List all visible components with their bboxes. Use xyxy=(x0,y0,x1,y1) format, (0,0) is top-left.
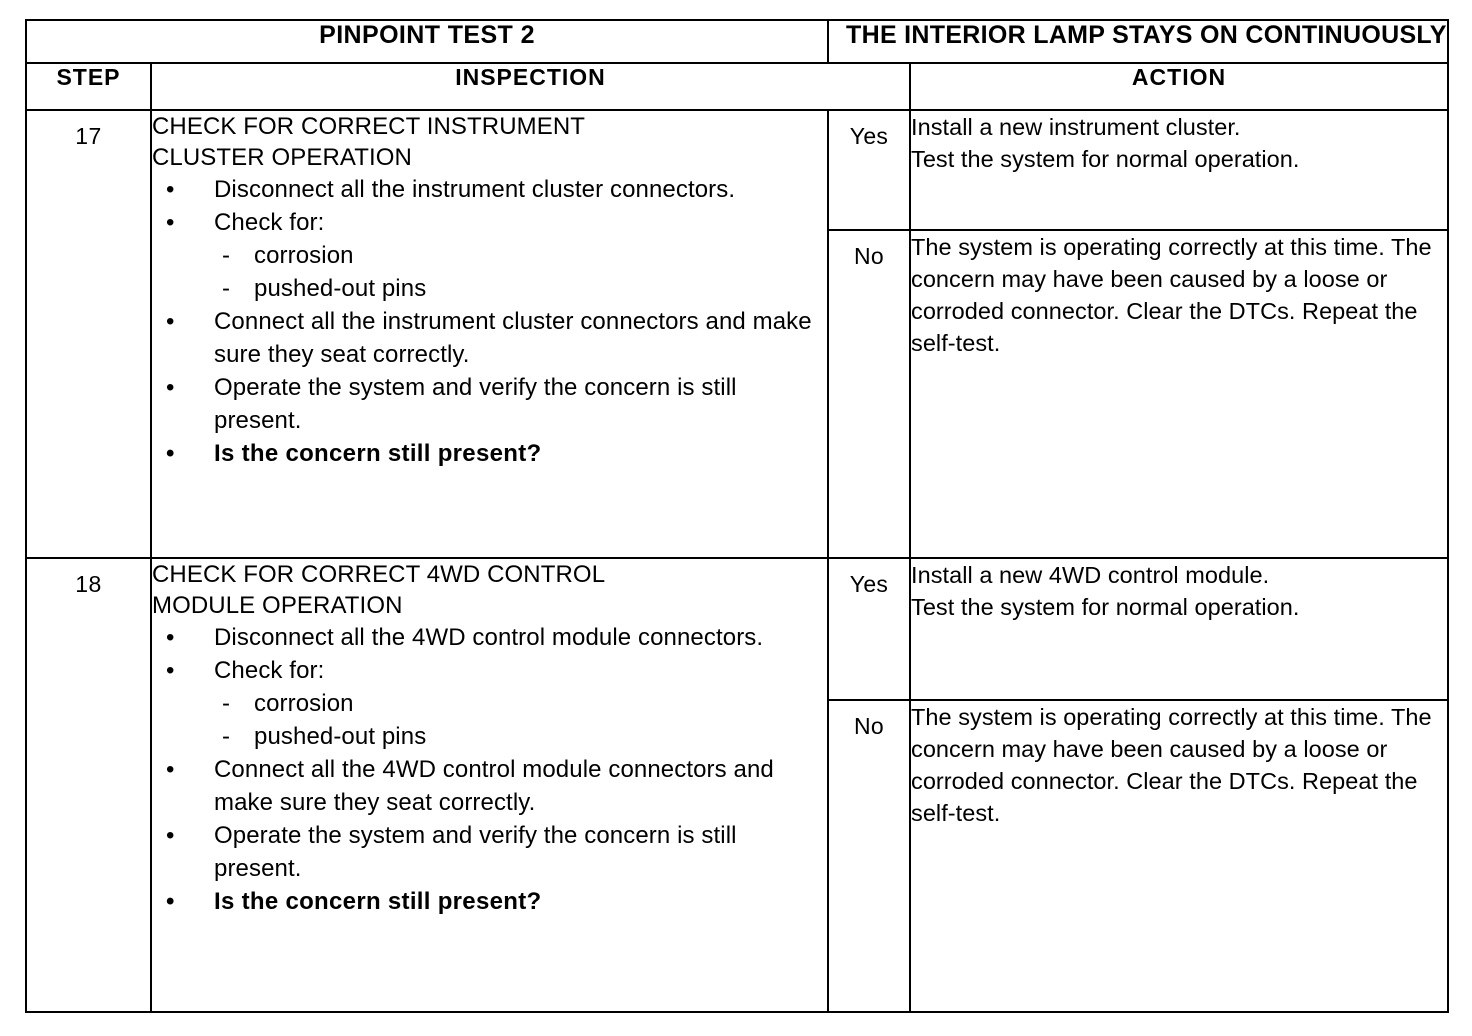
dash-icon: - xyxy=(222,690,231,717)
sub-list-item: - pushed-out pins xyxy=(214,272,827,305)
bullet-icon: • xyxy=(166,822,175,849)
sub-list-item: - corrosion xyxy=(214,687,827,720)
pinpoint-test-label-cell: PINPOINT TEST 2 xyxy=(24,19,830,64)
column-header-step-cell: STEP xyxy=(25,62,152,111)
action-cell-no-18: The system is operating correctly at thi… xyxy=(909,699,1450,1013)
list-item-label: Connect all the 4WD control module conne… xyxy=(214,756,774,816)
action-cell-yes-18: Install a new 4WD control module. Test t… xyxy=(909,557,1450,701)
pinpoint-test-description: THE INTERIOR LAMP STAYS ON CONTINUOUSLY xyxy=(846,21,1447,49)
pinpoint-test-label: PINPOINT TEST 2 xyxy=(319,21,535,49)
action-cell-no-17: The system is operating correctly at thi… xyxy=(909,229,1450,559)
inspection-bullet-list: • Disconnect all the 4WD control module … xyxy=(152,621,827,918)
column-header-action: ACTION xyxy=(1131,64,1227,90)
list-item: • Check for: - corrosion - pushed-out pi… xyxy=(152,654,827,753)
pinpoint-test-description-cell: THE INTERIOR LAMP STAYS ON CONTINUOUSLY xyxy=(827,19,1450,64)
inspection-sub-list: - corrosion - pushed-out pins xyxy=(214,239,827,305)
list-item-label: Disconnect all the 4WD control module co… xyxy=(214,624,764,651)
table-row: 18 CHECK FOR CORRECT 4WD CONTROL MODULE … xyxy=(25,557,1450,1013)
table-row-continued: No The system is operating correctly at … xyxy=(26,699,1450,1013)
bullet-icon: • xyxy=(166,440,175,467)
list-item: • Operate the system and verify the conc… xyxy=(152,819,827,885)
inspection-heading: CHECK FOR CORRECT INSTRUMENT CLUSTER OPE… xyxy=(152,113,586,171)
answer-cell-no-17: No xyxy=(827,229,912,559)
bullet-icon: • xyxy=(166,657,175,684)
column-header-action-cell: ACTION xyxy=(909,62,1450,111)
answer-cell-no-18: No xyxy=(827,699,912,1013)
answer-label: Yes xyxy=(849,123,889,149)
answer-cell-yes-18: Yes xyxy=(827,557,912,701)
bullet-icon: • xyxy=(166,756,175,783)
bullet-icon: • xyxy=(166,176,175,203)
bullet-icon: • xyxy=(166,308,175,335)
sub-list-item-label: corrosion xyxy=(254,690,354,717)
list-item-question: • Is the concern still present? xyxy=(152,885,827,918)
dash-icon: - xyxy=(222,275,231,302)
list-item: • Disconnect all the instrument cluster … xyxy=(152,173,827,206)
step-number-cell-17: 17 xyxy=(25,109,152,559)
list-item: • Connect all the 4WD control module con… xyxy=(152,753,827,819)
inspection-sub-list: - corrosion - pushed-out pins xyxy=(214,687,827,753)
list-item-label: Connect all the instrument cluster conne… xyxy=(214,308,812,368)
action-cell-yes-17: Install a new instrument cluster. Test t… xyxy=(909,109,1450,231)
action-text: The system is operating correctly at thi… xyxy=(911,234,1432,356)
table-row: 17 CHECK FOR CORRECT INSTRUMENT CLUSTER … xyxy=(25,109,1450,559)
list-item-label: Is the concern still present? xyxy=(214,888,542,915)
sub-list-item-label: pushed-out pins xyxy=(254,723,427,750)
list-item: • Disconnect all the 4WD control module … xyxy=(152,621,827,654)
list-item-question: • Is the concern still present? xyxy=(152,437,827,470)
column-header-inspection-cell: INSPECTION xyxy=(149,62,912,111)
bullet-icon: • xyxy=(166,209,175,236)
answer-cell-yes-17: Yes xyxy=(827,109,912,231)
list-item-label: Is the concern still present? xyxy=(214,440,542,467)
sub-list-item-label: corrosion xyxy=(254,242,354,269)
action-text: Install a new 4WD control module. Test t… xyxy=(911,562,1300,620)
list-item-label: Check for: xyxy=(214,657,325,684)
answer-label: No xyxy=(854,713,885,739)
step-number-cell-18: 18 xyxy=(25,557,152,1013)
table-banner-row: PINPOINT TEST 2 THE INTERIOR LAMP STAYS … xyxy=(24,19,1450,64)
column-header-inspection: INSPECTION xyxy=(455,64,606,90)
sub-list-item: - corrosion xyxy=(214,239,827,272)
sub-list-item-label: pushed-out pins xyxy=(254,275,427,302)
table-column-header-row: STEP INSPECTION ACTION xyxy=(25,62,1450,111)
step-number: 17 xyxy=(75,123,102,149)
inspection-heading: CHECK FOR CORRECT 4WD CONTROL MODULE OPE… xyxy=(152,561,606,619)
inspection-cell-18: CHECK FOR CORRECT 4WD CONTROL MODULE OPE… xyxy=(149,557,830,1013)
bullet-icon: • xyxy=(166,888,175,915)
list-item: • Operate the system and verify the conc… xyxy=(152,371,827,437)
list-item: • Connect all the instrument cluster con… xyxy=(152,305,827,371)
answer-label: Yes xyxy=(849,571,889,597)
dash-icon: - xyxy=(222,723,231,750)
column-header-step: STEP xyxy=(56,64,121,90)
table-row-continued: No The system is operating correctly at … xyxy=(26,229,1450,559)
dash-icon: - xyxy=(222,242,231,269)
inspection-cell-17: CHECK FOR CORRECT INSTRUMENT CLUSTER OPE… xyxy=(149,109,830,559)
step-number: 18 xyxy=(75,571,102,597)
list-item-label: Check for: xyxy=(214,209,325,236)
list-item: • Check for: - corrosion - pushed-out pi… xyxy=(152,206,827,305)
inspection-bullet-list: • Disconnect all the instrument cluster … xyxy=(152,173,827,470)
list-item-label: Operate the system and verify the concer… xyxy=(214,374,737,434)
pinpoint-test-table: PINPOINT TEST 2 THE INTERIOR LAMP STAYS … xyxy=(24,19,1450,1013)
list-item-label: Disconnect all the instrument cluster co… xyxy=(214,176,736,203)
action-text: Install a new instrument cluster. Test t… xyxy=(911,114,1300,172)
bullet-icon: • xyxy=(166,374,175,401)
list-item-label: Operate the system and verify the concer… xyxy=(214,822,737,882)
answer-label: No xyxy=(854,243,885,269)
sub-list-item: - pushed-out pins xyxy=(214,720,827,753)
bullet-icon: • xyxy=(166,624,175,651)
action-text: The system is operating correctly at thi… xyxy=(911,704,1432,826)
